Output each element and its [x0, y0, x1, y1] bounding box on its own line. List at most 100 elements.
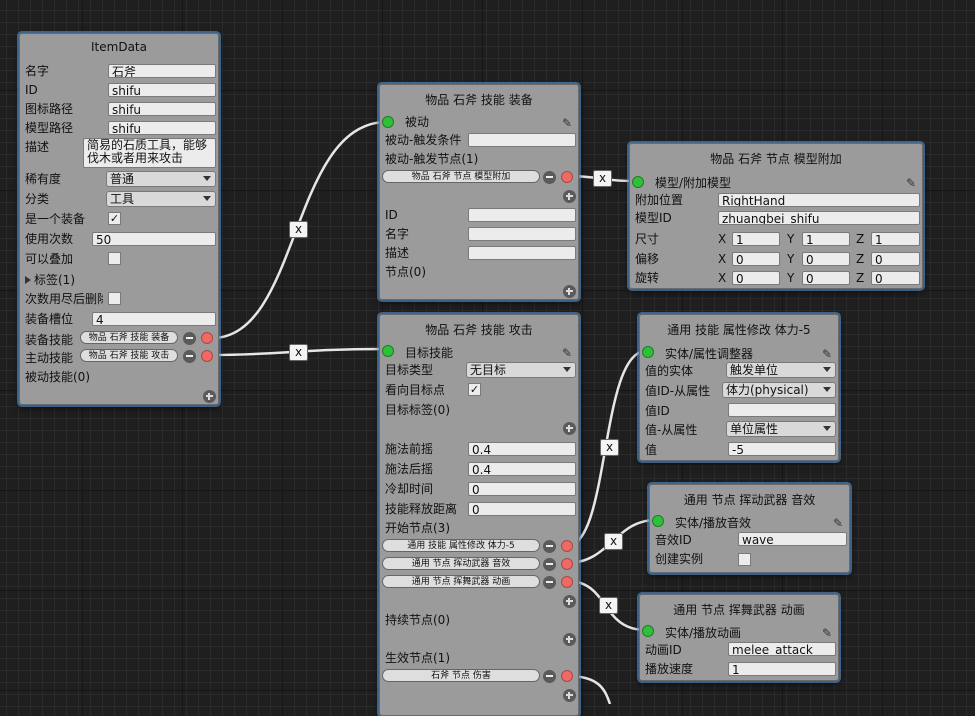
active-skill-ref[interactable]: 物品 石斧 技能 攻击 [80, 349, 178, 362]
name-field[interactable]: 石斧 [108, 64, 216, 78]
tags-foldout[interactable]: 标签(1) [34, 273, 75, 287]
value-id-from-attr-value: 体力(physical) [726, 383, 809, 397]
create-instance-checkbox[interactable] [738, 553, 751, 566]
add-icon[interactable] [563, 595, 576, 608]
attach-position-field[interactable]: RightHand [718, 193, 920, 207]
cast-range-field[interactable]: 0 [468, 502, 576, 516]
rotation-x-field[interactable]: 0 [732, 271, 780, 285]
add-icon[interactable] [563, 633, 576, 646]
add-icon[interactable] [563, 422, 576, 435]
remove-icon[interactable] [543, 576, 556, 589]
value-entity-dropdown[interactable]: 触发单位 [726, 362, 836, 378]
play-animation-node[interactable]: 通用 节点 挥舞武器 动画 实体/播放动画 ✎ 动画ID melee_attac… [639, 594, 839, 681]
description-field[interactable]: 简易的石质工具，能够伐木或者用来攻击 [83, 138, 216, 168]
rotation-y-field[interactable]: 0 [802, 271, 850, 285]
input-port[interactable] [642, 625, 654, 637]
node-header: 实体/属性调整器 [665, 347, 754, 361]
trigger-condition-field[interactable] [468, 133, 576, 147]
play-sound-node[interactable]: 通用 节点 挥动武器 音效 实体/播放音效 ✎ 音效ID wave 创建实例 [649, 484, 850, 573]
equip-skill-ref[interactable]: 物品 石斧 技能 装备 [80, 331, 178, 344]
size-z-field[interactable]: 1 [871, 232, 920, 246]
size-x-field[interactable]: 1 [732, 232, 780, 246]
output-port[interactable] [561, 558, 573, 570]
model-path-field[interactable]: shifu [108, 121, 216, 135]
input-port[interactable] [382, 116, 394, 128]
link-remove-button[interactable]: x [600, 439, 619, 456]
add-icon[interactable] [203, 390, 216, 403]
remove-icon[interactable] [543, 540, 556, 553]
target-type-dropdown[interactable]: 无目标 [466, 362, 576, 378]
output-port[interactable] [561, 576, 573, 588]
attribute-modify-node[interactable]: 通用 技能 属性修改 体力-5 实体/属性调整器 ✎ 值的实体 触发单位 值ID… [639, 314, 839, 461]
id-field[interactable]: shifu [108, 83, 216, 97]
output-port[interactable] [561, 171, 573, 183]
remove-icon[interactable] [543, 558, 556, 571]
effect-node-ref[interactable]: 石斧 节点 伤害 [382, 669, 540, 682]
add-icon[interactable] [563, 190, 576, 203]
is-equipment-checkbox[interactable]: ✓ [108, 212, 121, 225]
offset-x-field[interactable]: 0 [732, 252, 780, 266]
start-node-ref[interactable]: 通用 节点 挥动武器 音效 [382, 557, 540, 570]
remove-icon[interactable] [543, 171, 556, 184]
eyedropper-icon[interactable]: ✎ [832, 516, 844, 530]
animation-id-field[interactable]: melee_attack [728, 642, 836, 656]
link-remove-button[interactable]: x [593, 170, 612, 187]
add-icon[interactable] [563, 689, 576, 702]
value-id-from-attr-dropdown[interactable]: 体力(physical) [722, 382, 836, 398]
add-icon[interactable] [563, 285, 576, 298]
cooldown-field[interactable]: 0 [468, 482, 576, 496]
link-remove-button[interactable]: x [289, 344, 308, 361]
start-node-ref[interactable]: 通用 技能 属性修改 体力-5 [382, 539, 540, 552]
link-remove-button[interactable]: x [599, 597, 618, 614]
input-port[interactable] [382, 345, 394, 357]
size-y-field[interactable]: 1 [802, 232, 850, 246]
equip-skill-node[interactable]: 物品 石斧 技能 装备 被动 ✎ 被动-触发条件 被动-触发节点(1) 物品 石… [379, 84, 579, 300]
output-port[interactable] [561, 540, 573, 552]
item-data-node[interactable]: ItemData 名字 石斧 ID shifu 图标路径 shifu 模型路径 … [19, 33, 219, 405]
link-remove-button[interactable]: x [604, 533, 623, 550]
eyedropper-icon[interactable]: ✎ [821, 347, 833, 361]
name-field[interactable] [468, 227, 576, 241]
input-port[interactable] [632, 176, 644, 188]
uses-field[interactable]: 50 [92, 232, 216, 246]
output-port[interactable] [201, 332, 213, 344]
value-id-field[interactable] [728, 403, 836, 417]
offset-y-field[interactable]: 0 [802, 252, 850, 266]
input-port[interactable] [652, 515, 664, 527]
offset-z-field[interactable]: 0 [871, 252, 920, 266]
slot-field[interactable]: 4 [92, 312, 216, 326]
trigger-node-ref[interactable]: 物品 石斧 节点 模型附加 [382, 170, 540, 183]
remove-icon[interactable] [183, 332, 196, 345]
remove-icon[interactable] [543, 670, 556, 683]
stackable-checkbox[interactable] [108, 252, 121, 265]
remove-icon[interactable] [183, 350, 196, 363]
value-field[interactable]: -5 [728, 442, 836, 456]
icon-path-field[interactable]: shifu [108, 102, 216, 116]
pre-cast-field[interactable]: 0.4 [468, 442, 576, 456]
rotation-z-field[interactable]: 0 [871, 271, 920, 285]
expand-triangle-icon[interactable] [25, 276, 31, 284]
model-attach-node[interactable]: 物品 石斧 节点 模型附加 模型/附加模型 ✎ 附加位置 RightHand 模… [629, 143, 923, 289]
link-remove-button[interactable]: x [289, 221, 308, 238]
eyedropper-icon[interactable]: ✎ [905, 176, 917, 190]
input-port[interactable] [642, 346, 654, 358]
sound-id-field[interactable]: wave [738, 532, 847, 546]
eyedropper-icon[interactable]: ✎ [561, 116, 573, 130]
start-node-ref[interactable]: 通用 节点 挥舞武器 动画 [382, 575, 540, 588]
animation-id-label: 动画ID [645, 643, 682, 657]
value-from-attr-dropdown[interactable]: 单位属性 [726, 421, 836, 437]
eyedropper-icon[interactable]: ✎ [561, 346, 573, 360]
output-port[interactable] [561, 670, 573, 682]
face-target-checkbox[interactable]: ✓ [468, 383, 481, 396]
category-dropdown[interactable]: 工具 [106, 191, 216, 207]
attack-skill-node[interactable]: 物品 石斧 技能 攻击 目标技能 ✎ 目标类型 无目标 看向目标点 ✓ 目标标签… [379, 314, 579, 716]
rarity-dropdown[interactable]: 普通 [106, 171, 216, 187]
eyedropper-icon[interactable]: ✎ [821, 626, 833, 640]
model-id-field[interactable]: zhuangbei_shifu [718, 211, 920, 225]
output-port[interactable] [201, 350, 213, 362]
delete-when-used-up-checkbox[interactable] [108, 292, 121, 305]
post-cast-field[interactable]: 0.4 [468, 462, 576, 476]
id-field[interactable] [468, 208, 576, 222]
description-field[interactable] [468, 246, 576, 260]
play-speed-field[interactable]: 1 [728, 662, 836, 676]
